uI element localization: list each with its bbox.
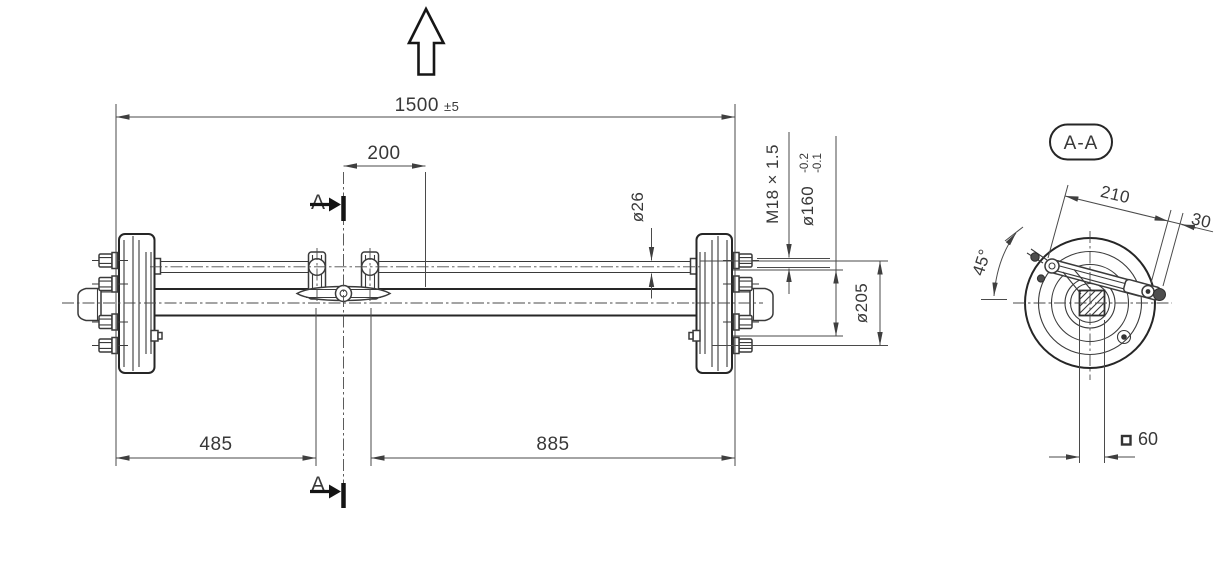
axle-beam <box>154 288 697 317</box>
lever-end-bolt <box>1153 288 1166 301</box>
square-section-symbol <box>1120 434 1132 446</box>
brake-rod <box>152 257 699 275</box>
dim-hub-diameter-label: ø160 <box>798 186 817 226</box>
dim-tube-width-label: 60 <box>1138 429 1158 449</box>
dim-hub-tolerance-upper: -0.2 <box>799 153 811 173</box>
left-wheel-studs <box>92 251 128 355</box>
dim-lever-length-label: 210 <box>1099 182 1132 207</box>
left-adjuster-bolt <box>150 329 163 342</box>
svg-text:1500±5: 1500 ±5 <box>395 95 460 116</box>
dim-drum-diameter-label: ø205 <box>852 283 871 323</box>
section-view-title: A-A <box>1064 133 1099 154</box>
section-arrow-bottom <box>329 484 341 499</box>
brake-lever <box>1026 248 1166 301</box>
section-letter-top: A <box>311 191 325 214</box>
dim-rod-diameter-label: ø26 <box>628 192 647 223</box>
right-hub <box>688 233 774 374</box>
dim-drum-diameter: ø205 <box>700 260 888 346</box>
dim-hub-diameter: ø160 -0.2 -0.1 <box>733 136 843 337</box>
dim-rod-diameter: ø26 <box>628 192 655 299</box>
dim-right-span: 885 <box>370 308 735 466</box>
dim-stud-thread-label: M18 × 1.5 <box>763 144 782 224</box>
left-hub-cap <box>77 287 102 322</box>
section-marker-bottom: A <box>310 473 346 508</box>
section-view: A-A <box>969 123 1214 463</box>
dim-lever-angle: 45° <box>969 226 1024 300</box>
dim-stud-thread: M18 × 1.5 <box>757 132 830 294</box>
left-hub <box>77 233 163 374</box>
section-arrow-top <box>329 197 341 212</box>
dim-tube-width: 60 <box>1049 320 1158 463</box>
right-adjuster-bolt <box>688 329 701 342</box>
dim-hub-tolerance-lower: -0.1 <box>812 153 824 173</box>
dim-overall-length-tolerance: ±5 <box>444 99 459 114</box>
section-centerlines <box>1013 231 1172 380</box>
dim-left-span-label: 485 <box>199 434 232 455</box>
lever-lower-bolt <box>1036 274 1046 283</box>
section-marker-top: A <box>310 191 346 221</box>
backing-plate-bolt <box>1116 329 1132 345</box>
dim-center-offset: 200 <box>343 143 426 287</box>
dim-overall-length: 1500 ±5 <box>115 95 736 466</box>
lever-left-boss <box>1044 258 1060 274</box>
dim-lever-end-offset-label: 30 <box>1189 209 1213 232</box>
dim-overall-length-label: 1500 <box>395 95 439 116</box>
direction-arrow-icon <box>406 6 446 76</box>
front-view: 1500 ±5 200 485 885 ø26 <box>62 6 888 508</box>
dim-center-offset-label: 200 <box>367 143 400 164</box>
dim-left-span: 485 <box>116 308 317 466</box>
centerlines <box>62 172 763 483</box>
lever-left-bolt <box>1030 252 1040 262</box>
dim-lever-angle-label: 45° <box>969 247 995 278</box>
section-view-label: A-A <box>1049 123 1113 161</box>
right-hub-cap <box>749 287 774 322</box>
dim-right-span-label: 885 <box>536 434 569 455</box>
